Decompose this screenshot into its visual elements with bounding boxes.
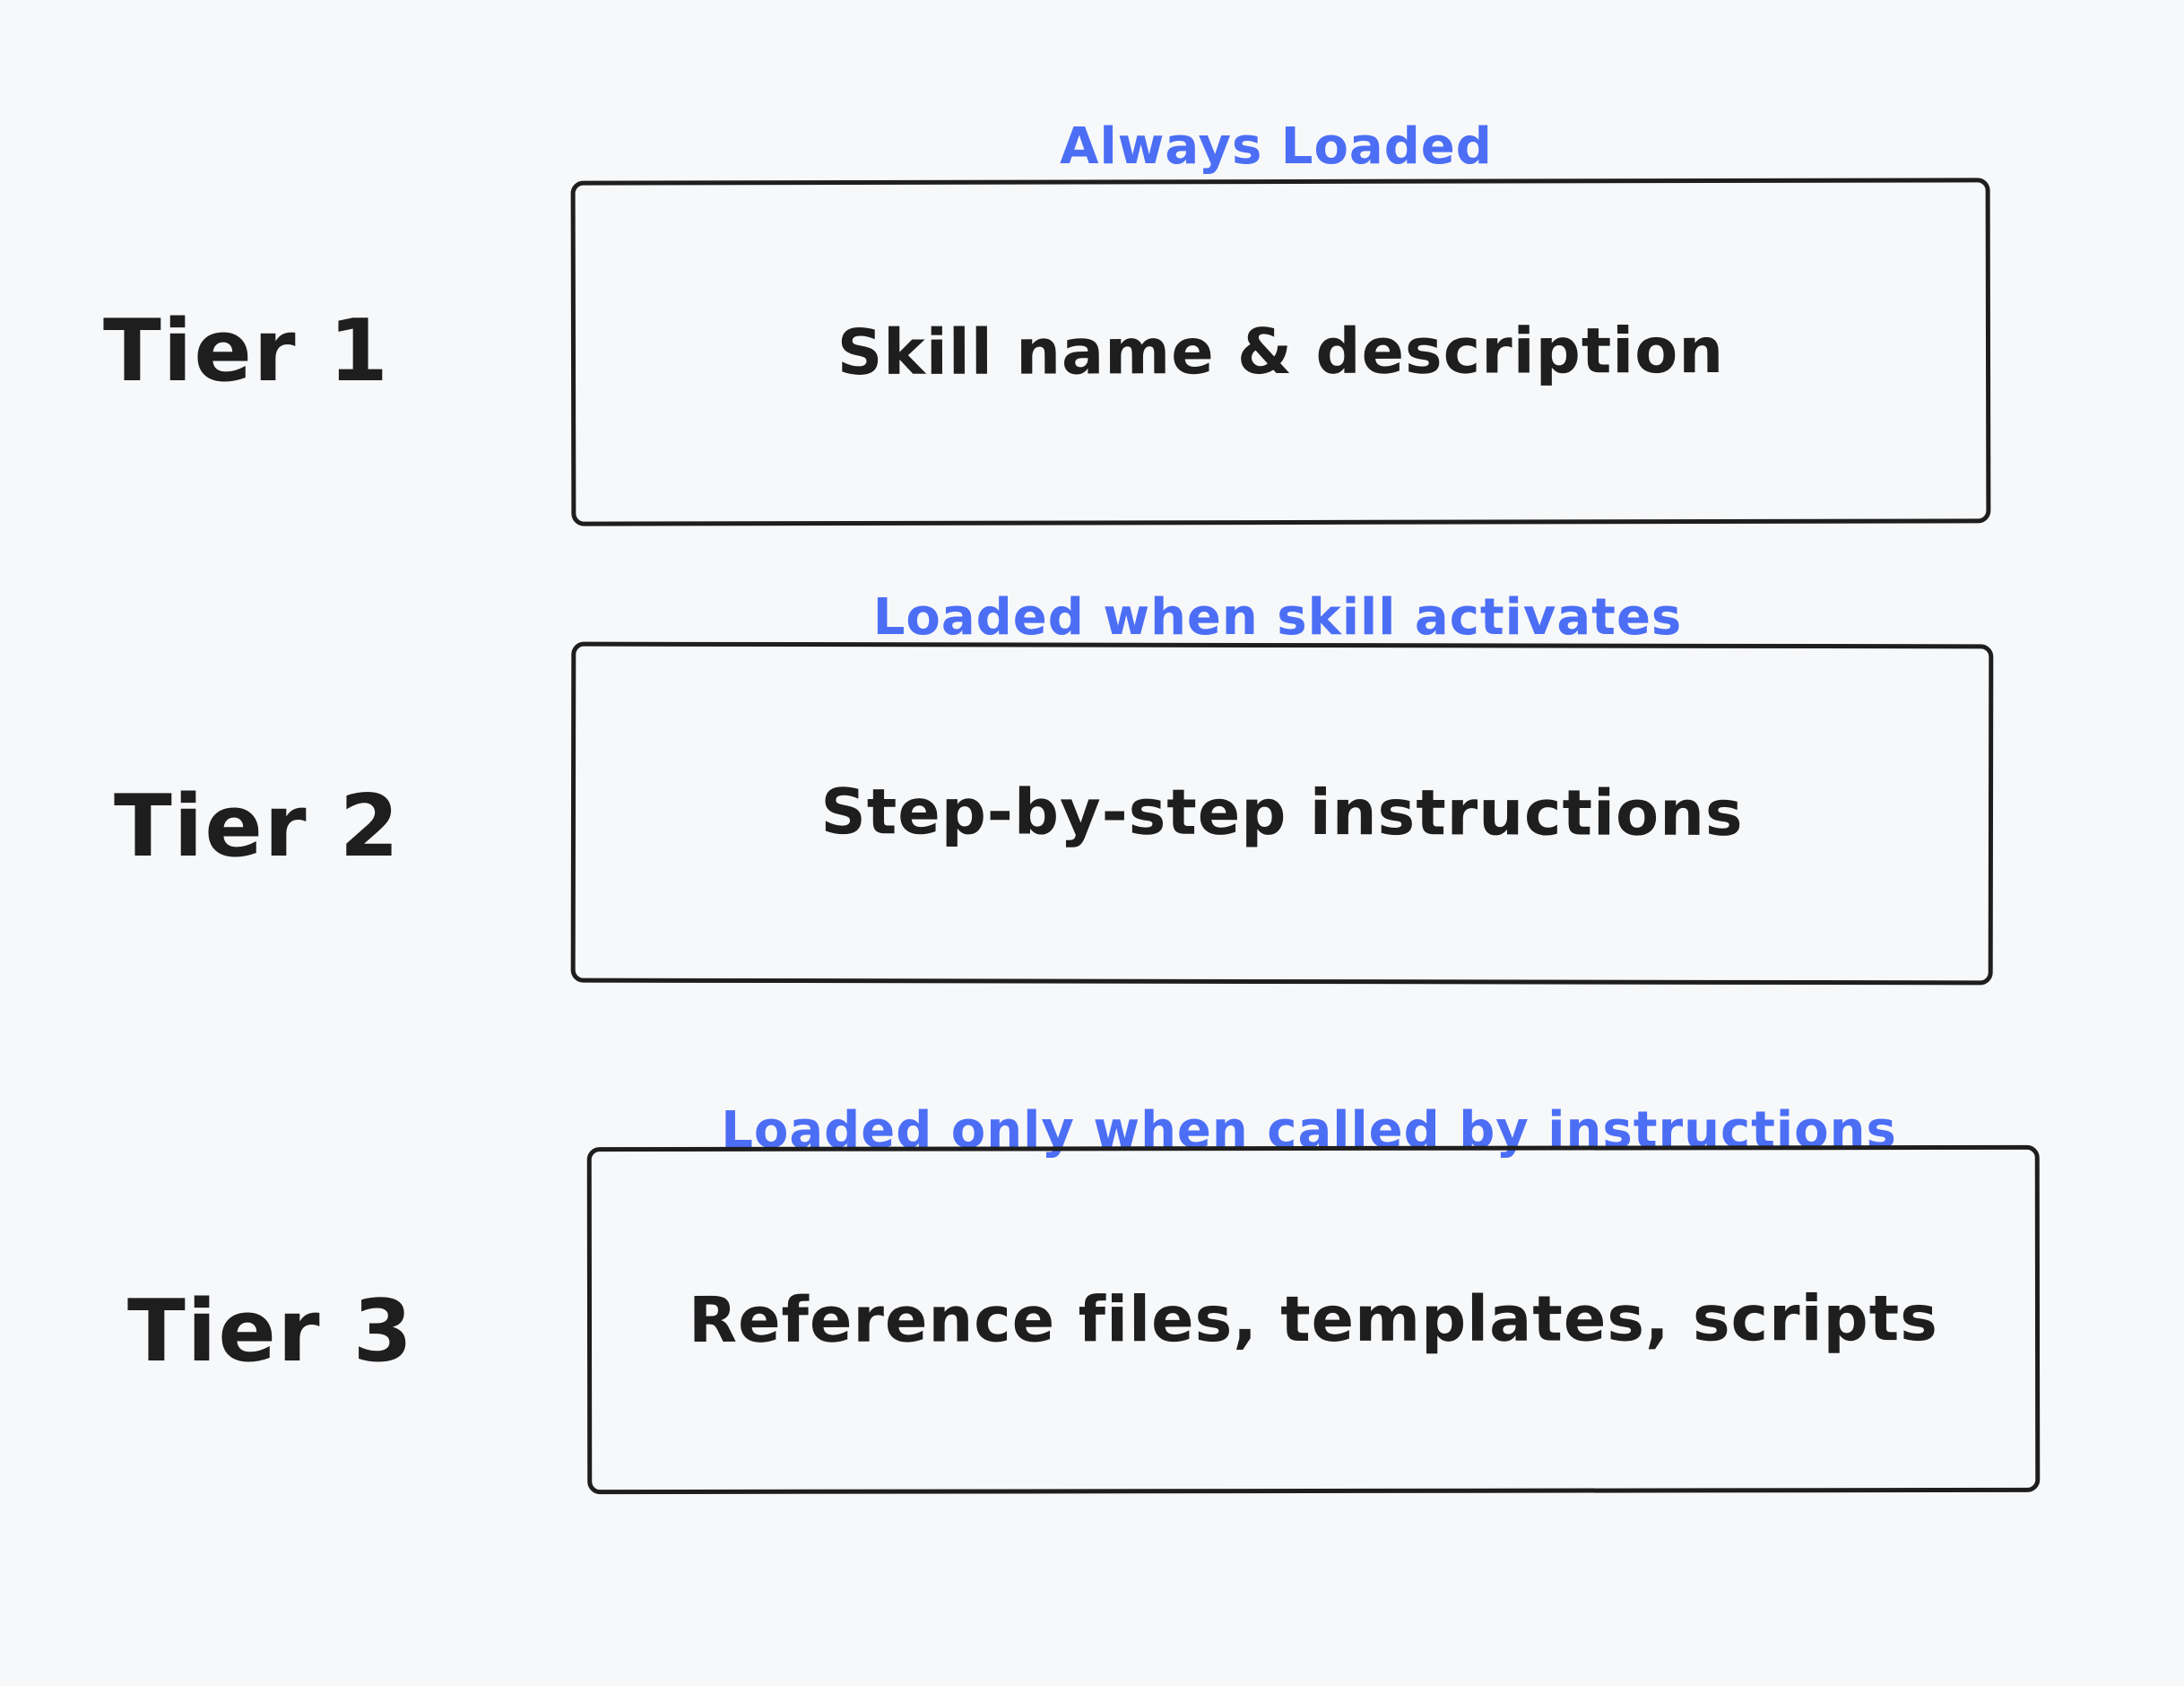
tier-2-content-text: Step-by-step instructions [820, 775, 1744, 851]
tier-2-box: Step-by-step instructions [570, 641, 1994, 986]
tier-1-label: Tier 1 [103, 302, 390, 401]
tier-3-box: Reference files, templates, scripts [586, 1144, 2041, 1495]
tier-3-content-text: Reference files, templates, scripts [689, 1281, 1938, 1357]
tier-1-content-text: Skill name & description [836, 313, 1725, 389]
tier-2-loading-condition-label: Loaded when skill activates [872, 588, 1683, 647]
tier-3-loading-condition-label: Loaded only when called by instructions [721, 1101, 1897, 1160]
tier-1-box: Skill name & description [570, 178, 1991, 526]
tier-1-loading-condition-label: Always Loaded [1060, 117, 1493, 176]
tier-3-label: Tier 3 [127, 1282, 414, 1381]
tier-2-label: Tier 2 [114, 778, 401, 876]
